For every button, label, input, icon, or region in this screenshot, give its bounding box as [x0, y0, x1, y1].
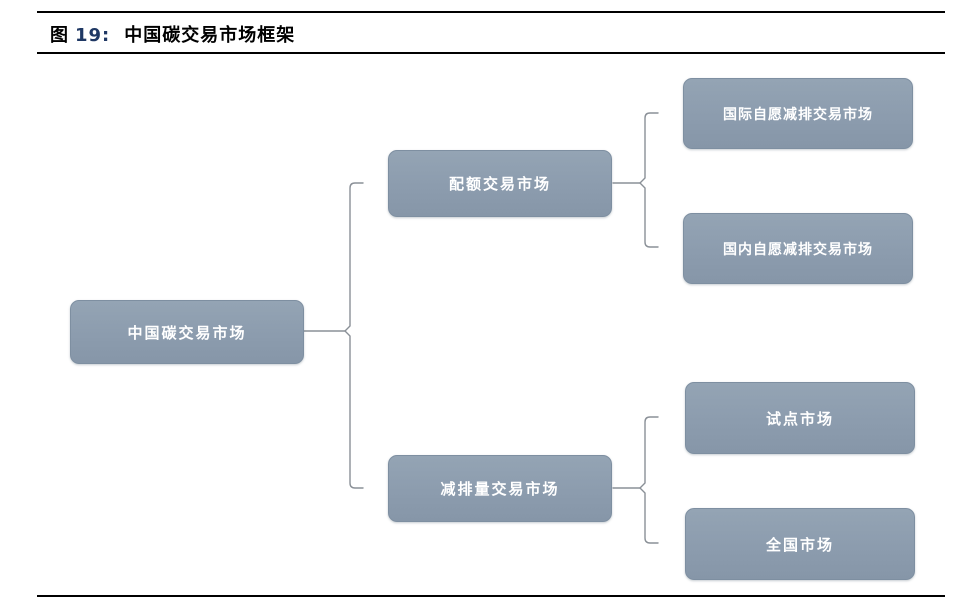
connector-brace-reduction [639, 416, 659, 544]
node-label: 试点市场 [765, 409, 834, 428]
node-pilot-market: 试点市场 [685, 382, 915, 454]
figure-title: 图 19: 中国碳交易市场框架 [50, 21, 295, 47]
connector-brace-root [344, 182, 364, 489]
connector-brace-quota [639, 112, 659, 248]
node-label: 配额交易市场 [448, 175, 551, 193]
node-label: 中国碳交易市场 [127, 323, 247, 342]
title-underline-rule [37, 52, 945, 54]
node-label: 国际自愿减排交易市场 [723, 106, 873, 123]
node-national-market: 全国市场 [685, 508, 915, 580]
figure-label-prefix: 图 [50, 25, 69, 46]
node-label: 减排量交易市场 [440, 480, 560, 498]
node-international-voluntary-reduction-market: 国际自愿减排交易市场 [683, 78, 913, 149]
bottom-rule [37, 595, 945, 597]
node-label: 全国市场 [765, 535, 834, 554]
figure-number: 19: [75, 25, 111, 46]
node-china-carbon-market: 中国碳交易市场 [70, 300, 304, 364]
top-rule [37, 11, 945, 13]
node-quota-trading-market: 配额交易市场 [388, 150, 612, 217]
node-domestic-voluntary-reduction-market: 国内自愿减排交易市场 [683, 213, 913, 284]
node-label: 国内自愿减排交易市场 [723, 241, 873, 258]
node-emission-reduction-trading-market: 减排量交易市场 [388, 455, 612, 522]
figure-title-text: 中国碳交易市场框架 [124, 25, 296, 46]
